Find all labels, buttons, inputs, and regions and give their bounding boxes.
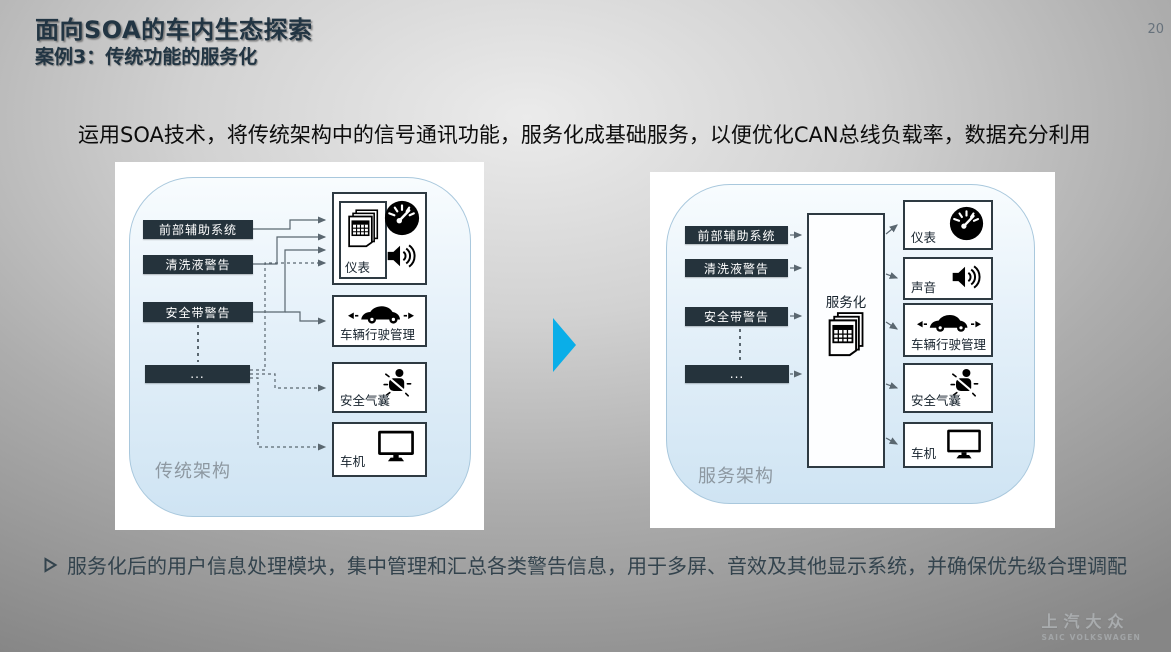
target-label: 车辆行驶管理 — [340, 327, 416, 342]
transition-arrow-icon — [553, 318, 576, 372]
documents-frame: 仪表 — [339, 201, 387, 279]
documents-icon — [826, 311, 868, 359]
source-label: 清洗液警告 — [165, 258, 231, 272]
target-label: 声音 — [911, 280, 937, 295]
monitor-icon — [945, 428, 983, 460]
bullet-arrow-icon — [44, 556, 58, 573]
source-label: ... — [190, 367, 205, 381]
target-box-driving-management: 车辆行驶管理 — [332, 295, 427, 347]
summary-text: 服务化后的用户信息处理模块，集中管理和汇总各类警告信息，用于多屏、音效及其他显示… — [67, 554, 1127, 578]
traditional-architecture-diagram: 前部辅助系统 清洗液警告 安全带警告 ... 仪表 车辆行驶管理 安全气囊 车机… — [115, 162, 484, 530]
source-box-seatbelt-warning: 安全带警告 — [685, 307, 788, 326]
target-box-airbag: 安全气囊 — [332, 362, 427, 413]
speaker-icon — [951, 263, 984, 291]
source-label: 前部辅助系统 — [158, 223, 237, 237]
target-box-instrument-cluster: 仪表 — [332, 192, 427, 285]
target-box-sound: 声音 — [903, 257, 993, 300]
page-number: 20 — [1147, 22, 1164, 37]
target-label: 车机 — [911, 446, 937, 461]
connector-lines — [739, 224, 899, 445]
target-label: 安全气囊 — [911, 393, 962, 408]
saic-volkswagen-logo: 上汽大众 SAIC VOLKSWAGEN — [1042, 608, 1141, 642]
intro-text: 运用SOA技术，将传统架构中的信号通讯功能，服务化成基础服务，以便优化CAN总线… — [78, 123, 1091, 147]
target-box-driving-management: 车辆行驶管理 — [903, 303, 993, 357]
page-title: 面向SOA的车内生态探索 — [35, 16, 313, 44]
source-label: 安全带警告 — [703, 310, 769, 324]
target-label: 安全气囊 — [340, 393, 391, 408]
source-box-washer-warning: 清洗液警告 — [685, 259, 788, 277]
service-architecture-diagram: 前部辅助系统 清洗液警告 安全带警告 ... 服务化 仪表 声音 车辆行驶管理 … — [650, 172, 1055, 528]
target-box-head-unit: 车机 — [903, 422, 993, 468]
gauge-icon — [949, 206, 984, 241]
documents-icon — [346, 208, 382, 250]
logo-chinese: 上汽大众 — [1041, 612, 1130, 631]
target-label: 仪表 — [345, 260, 371, 275]
target-box-head-unit: 车机 — [332, 422, 427, 477]
monitor-icon — [376, 429, 416, 463]
gauge-icon — [384, 200, 420, 236]
summary-bullet: 服务化后的用户信息处理模块，集中管理和汇总各类警告信息，用于多屏、音效及其他显示… — [44, 550, 1127, 579]
source-box-front-assist: 前部辅助系统 — [685, 226, 788, 244]
target-label: 车辆行驶管理 — [911, 337, 987, 352]
source-box-washer-warning: 清洗液警告 — [143, 255, 253, 274]
diagram-caption: 服务架构 — [698, 466, 774, 487]
logo-english: SAIC VOLKSWAGEN — [1041, 633, 1141, 642]
source-label: 安全带警告 — [165, 305, 231, 320]
target-box-instrument-cluster: 仪表 — [903, 200, 993, 250]
page-subtitle: 案例3：传统功能的服务化 — [35, 46, 258, 68]
source-box-ellipsis: ... — [145, 365, 250, 383]
source-box-front-assist: 前部辅助系统 — [143, 220, 253, 239]
source-box-ellipsis: ... — [685, 365, 789, 383]
target-label: 仪表 — [911, 230, 937, 245]
hub-label: 服务化 — [825, 295, 867, 311]
car-icon — [917, 311, 981, 335]
speaker-icon — [386, 242, 419, 270]
target-label: 车机 — [340, 454, 366, 469]
source-label: 前部辅助系统 — [697, 228, 776, 243]
servicification-hub-box: 服务化 — [807, 213, 885, 468]
source-label: ... — [729, 367, 745, 381]
diagram-caption: 传统架构 — [155, 461, 231, 482]
source-box-seatbelt-warning: 安全带警告 — [143, 302, 253, 322]
target-box-airbag: 安全气囊 — [903, 363, 993, 413]
source-label: 清洗液警告 — [703, 261, 769, 276]
connector-lines — [197, 216, 327, 451]
